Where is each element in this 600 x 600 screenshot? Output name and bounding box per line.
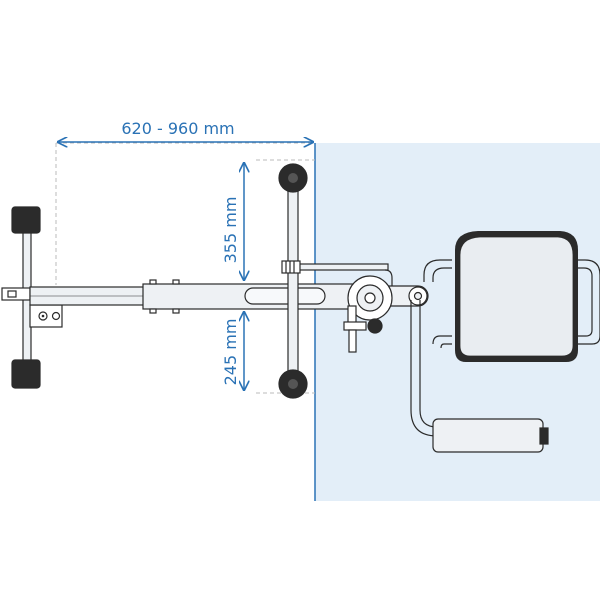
lower-dimension-label: 245 mm: [221, 319, 240, 386]
upper-rod: [297, 263, 389, 271]
upper-vertical-dimension: 355 mm: [221, 163, 244, 280]
lever-handle: [343, 318, 383, 353]
seat: [455, 231, 578, 362]
base-bottom-wheel: [11, 359, 41, 389]
crossbar-tube: [287, 177, 299, 379]
upper-bolt: [281, 260, 301, 274]
horizontal-dimension-label: 620 - 960 mm: [121, 119, 234, 138]
suction-crossbar: [278, 163, 308, 399]
telescopic-arm: [29, 279, 359, 314]
pivot-assembly: [347, 275, 429, 327]
footrest-cylinder: [432, 418, 544, 453]
lever-stem: [348, 329, 357, 353]
lower-vertical-dimension: 245 mm: [221, 312, 244, 390]
guide-lines: [55, 142, 315, 394]
base-top-wheel: [11, 206, 41, 234]
footrest: [432, 418, 549, 453]
upper-dimension-label: 355 mm: [221, 197, 240, 264]
footrest-cap: [539, 427, 549, 445]
upper-linkage: [281, 260, 393, 286]
lever-knob: [367, 318, 383, 334]
horizontal-dimension: 620 - 960 mm: [58, 119, 313, 142]
seat-cushion-surface: [459, 236, 574, 357]
base-clamp-inner: [7, 290, 17, 298]
arm-slot: [244, 287, 326, 305]
control-knob-right: [51, 311, 61, 321]
